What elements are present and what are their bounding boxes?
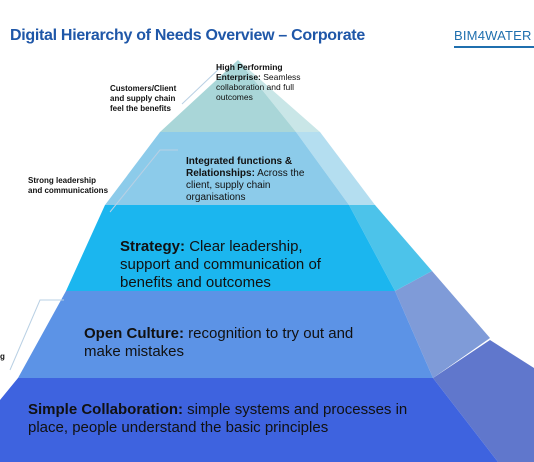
level-4-side [395,271,490,378]
bracket-line-1 [181,65,223,105]
level-5-text: Simple Collaboration: simple systems and… [28,401,408,437]
level-4-front [18,291,433,378]
bracket-line-2 [109,149,178,213]
level-5-front [0,378,498,462]
bracket-line-3 [9,299,64,371]
level-3-text: Strategy: Clear leadership, support and … [120,238,348,292]
level-1-key: High Performing Enterprise: [216,62,283,82]
level-5-side [433,340,534,462]
side-label-customers: Customers/Client and supply chain feel t… [110,84,177,113]
level-1-text: High Performing Enterprise: Seamless col… [216,62,304,102]
level-5-key: Simple Collaboration: [28,401,184,418]
level-4-text: Open Culture: recognition to try out and… [84,325,380,361]
level-4-key: Open Culture: [84,325,184,342]
level-2-side [296,132,375,205]
bim4water-logo: BIM4WATER [454,28,532,43]
page-title: Digital Hierarchy of Needs Overview – Co… [10,27,365,44]
level-2-text: Integrated functions & Relationships: Ac… [186,156,308,204]
level-3-front [66,205,395,291]
level-4-desc: recognition to try out and make mistakes [84,325,354,360]
level-3-side [349,205,432,291]
logo-underline [454,46,534,48]
level-2-desc: Across the client, supply chain organisa… [186,168,305,203]
level-2-key: Integrated functions & Relationships: [186,156,293,179]
level-1-side [238,60,320,132]
level-1-desc: Seamless collaboration and full outcomes [216,72,301,102]
level-5-desc: simple systems and processes in place, p… [28,401,408,436]
level-3-key: Strategy: [120,238,186,255]
level-1-front [160,60,296,132]
level-3-desc: Clear leadership, support and communicat… [120,238,321,291]
side-label-leadership: Strong leadership and communications [28,176,109,195]
side-label-culture: g [0,352,5,361]
